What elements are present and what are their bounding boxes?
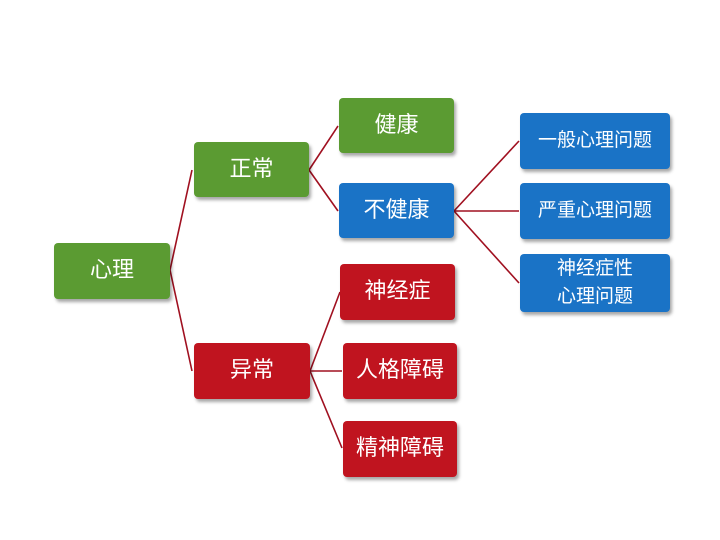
node-unhealthy: 不健康 bbox=[339, 183, 454, 238]
node-root-label: 心理 bbox=[89, 258, 134, 284]
node-general-problem-label: 一般心理问题 bbox=[537, 129, 652, 152]
node-personality-disorder-label: 人格障碍 bbox=[355, 358, 444, 384]
connector-abnormal-to-psychosis bbox=[309, 370, 343, 449]
node-root: 心理 bbox=[54, 243, 170, 299]
node-severe-problem-label: 严重心理问题 bbox=[537, 199, 652, 222]
node-neurotic-problem: 神经症性 心理问题 bbox=[520, 254, 670, 312]
node-normal-label: 正常 bbox=[229, 156, 274, 182]
node-general-problem: 一般心理问题 bbox=[520, 113, 670, 169]
node-personality-disorder: 人格障碍 bbox=[343, 343, 457, 399]
connector-root-to-abnormal bbox=[169, 269, 193, 372]
node-neurosis-label: 神经症 bbox=[364, 279, 431, 305]
connector-unhealthy-to-neurotic bbox=[453, 210, 520, 284]
node-mental-disorder-label: 精神障碍 bbox=[355, 436, 444, 462]
node-mental-disorder: 精神障碍 bbox=[343, 421, 457, 477]
connector-normal-to-healthy bbox=[308, 125, 339, 171]
connector-root-to-normal bbox=[169, 169, 193, 271]
node-abnormal: 异常 bbox=[194, 343, 310, 399]
node-normal: 正常 bbox=[194, 142, 309, 197]
connector-unhealthy-to-general bbox=[453, 140, 520, 212]
node-healthy: 健康 bbox=[339, 98, 454, 153]
node-neurotic-problem-label: 神经症性 心理问题 bbox=[556, 257, 633, 307]
connector-normal-to-unhealthy bbox=[308, 169, 339, 212]
node-healthy-label: 健康 bbox=[374, 112, 419, 138]
node-unhealthy-label: 不健康 bbox=[363, 197, 430, 223]
connector-abnormal-to-neurosis bbox=[309, 291, 341, 372]
node-abnormal-label: 异常 bbox=[229, 358, 274, 384]
node-neurosis: 神经症 bbox=[340, 264, 455, 320]
node-severe-problem: 严重心理问题 bbox=[520, 183, 670, 239]
